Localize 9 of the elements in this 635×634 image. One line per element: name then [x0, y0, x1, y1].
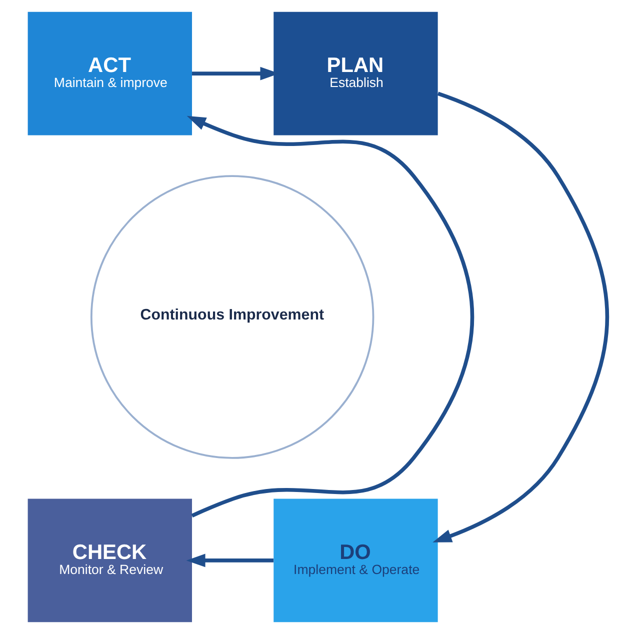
arrow	[186, 116, 474, 518]
arrow	[186, 554, 274, 568]
node-box: CHECK Monitor & Review	[28, 498, 192, 622]
arrow	[192, 66, 280, 80]
node-circle: Continuous Improvement	[90, 175, 374, 459]
node-box: ACT Maintain & improve	[28, 12, 192, 136]
node-box: PLAN Establish	[274, 12, 438, 136]
node-box: DO Implement & Operate	[274, 498, 438, 622]
arrow	[432, 92, 609, 542]
